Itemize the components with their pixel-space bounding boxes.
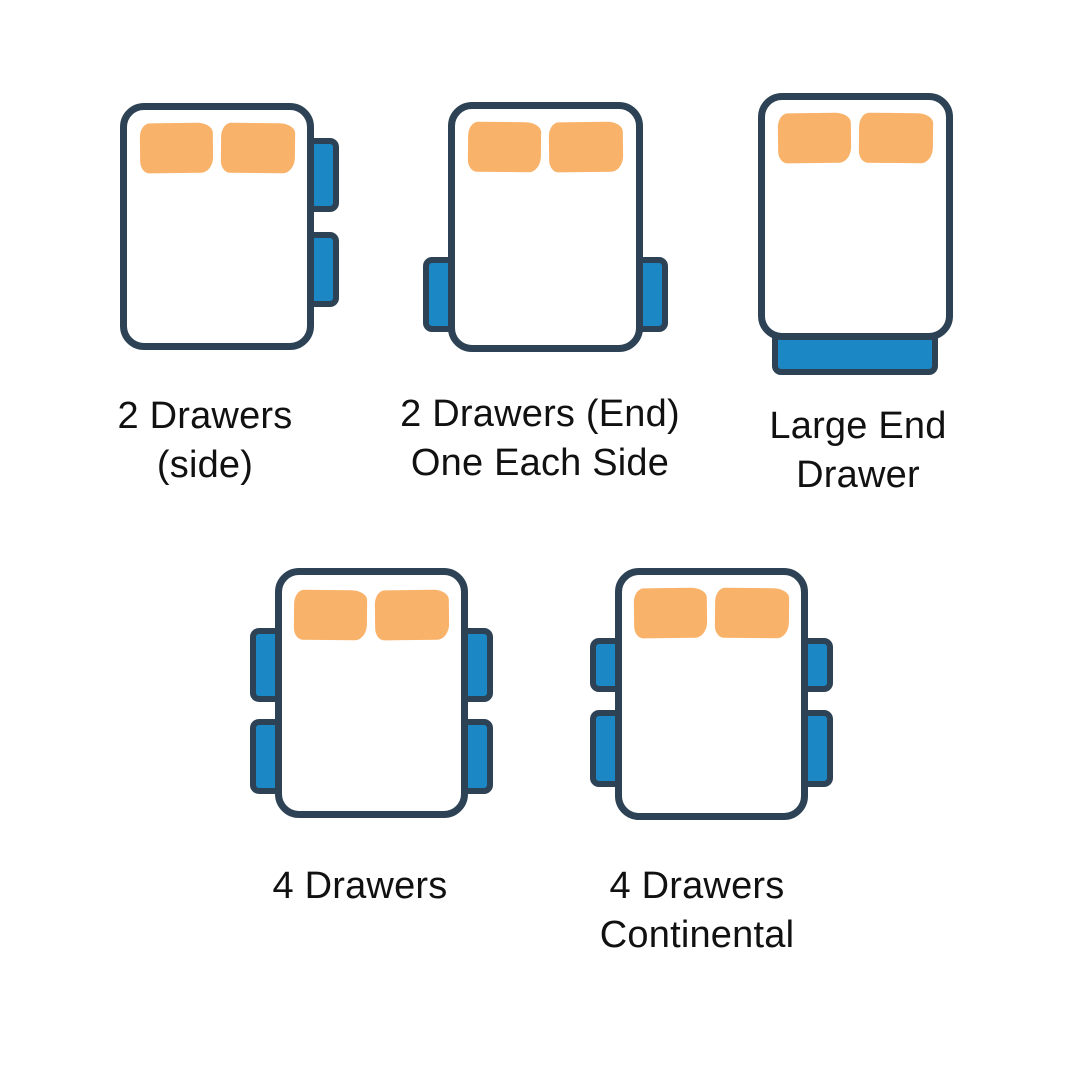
figure-label-large-end-drawer: Large End Drawer <box>688 402 1028 500</box>
pillow-icon <box>467 121 542 173</box>
figure-label-4-drawers-continental: 4 Drawers Continental <box>527 862 867 960</box>
pillow-icon <box>633 587 708 639</box>
figure-label-line: Continental <box>599 914 795 956</box>
pillow-icon <box>714 587 790 639</box>
pillow-icon <box>139 122 214 174</box>
figure-label-4-drawers: 4 Drawers <box>190 862 530 911</box>
figure-label-line: Drawer <box>796 454 920 496</box>
pillow-icon <box>548 121 624 173</box>
figure-label-2-drawers-end: 2 Drawers (End) One Each Side <box>370 390 710 488</box>
pillow-icon <box>374 589 450 641</box>
pillow-icon <box>293 589 368 641</box>
pillow-icon <box>777 112 852 164</box>
pillow-icon <box>220 122 296 174</box>
figure-label-line: One Each Side <box>410 442 670 484</box>
figure-label-line: (side) <box>156 444 254 486</box>
pillow-icon <box>858 112 934 164</box>
figure-label-line: 4 Drawers <box>609 865 785 907</box>
figure-label-line: 2 Drawers <box>117 395 293 437</box>
figure-label-line: 2 Drawers (End) <box>400 393 680 435</box>
figure-label-line: Large End <box>769 405 947 447</box>
figure-label-line: 4 Drawers <box>272 865 448 907</box>
figure-label-2-drawers-side: 2 Drawers (side) <box>35 392 375 490</box>
